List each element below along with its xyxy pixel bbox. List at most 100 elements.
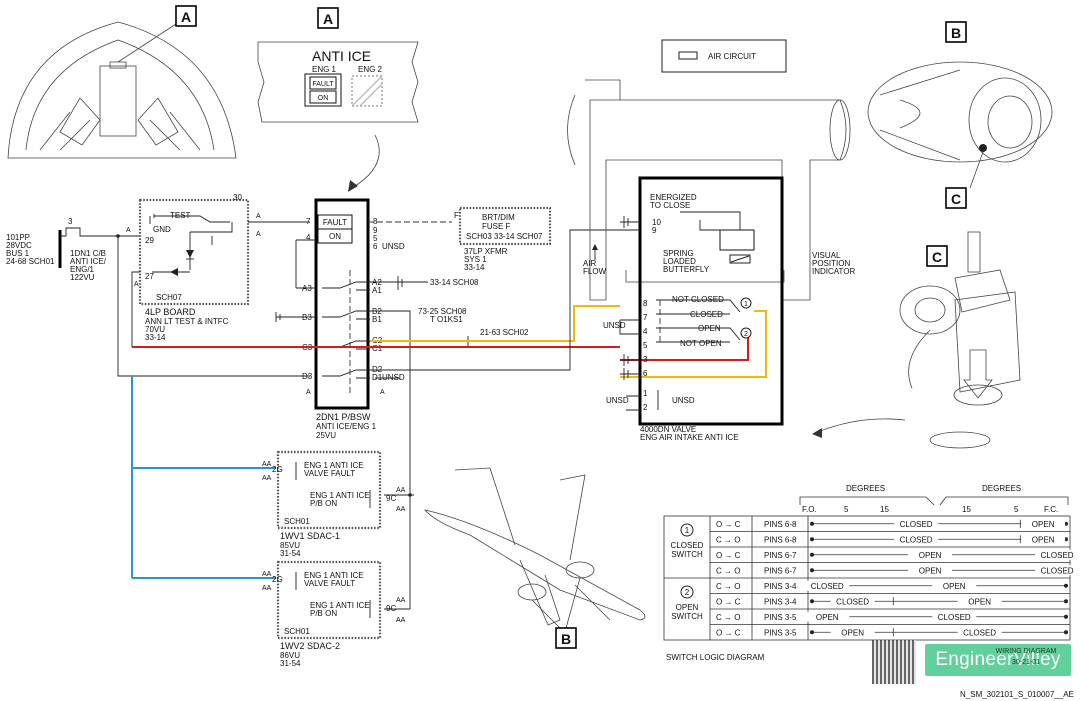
table-row-direction: C → O (716, 566, 740, 575)
svg-text:SCH03 33-14 SCH07: SCH03 33-14 SCH07 (466, 232, 543, 241)
svg-text:A: A (126, 227, 131, 234)
document-id: N_SM_302101_S_010007__AE (960, 690, 1074, 699)
svg-text:101PP: 101PP (6, 233, 30, 242)
svg-text:33-14: 33-14 (145, 333, 166, 342)
table-row-label-bg (908, 565, 953, 576)
svg-text:F: F (454, 211, 459, 220)
svg-text:27: 27 (145, 272, 154, 281)
svg-text:ANTI ICE/: ANTI ICE/ (70, 257, 107, 266)
svg-text:AA: AA (396, 617, 406, 624)
svg-text:2DN1 P/BSW: 2DN1 P/BSW (316, 412, 371, 422)
svg-text:C: C (932, 249, 942, 265)
table-row-range-a: CLOSED (900, 535, 933, 544)
qr-code (872, 640, 916, 684)
table-row-label-bg (894, 534, 939, 545)
svg-text:4LP BOARD: 4LP BOARD (145, 307, 196, 317)
table-row-range-b: CLOSED (1041, 566, 1074, 575)
svg-text:AIR: AIR (583, 259, 597, 268)
table-row-range-a: CLOSED (811, 582, 844, 591)
callout-a-1: A (175, 5, 197, 27)
svg-text:P/B ON: P/B ON (310, 499, 337, 508)
table-row-range-a: OPEN (841, 628, 864, 637)
svg-text:F.O.: F.O. (802, 505, 817, 514)
svg-text:9: 9 (652, 226, 657, 235)
svg-text:NOT OPEN: NOT OPEN (680, 339, 722, 348)
table-row-label-bg (957, 627, 1002, 638)
watermark: EngineerVilley (925, 644, 1071, 676)
table-row-start-dot (810, 521, 814, 526)
svg-text:30: 30 (233, 193, 242, 202)
svg-text:8: 8 (373, 217, 378, 226)
svg-text:ANN LT TEST & INTFC: ANN LT TEST & INTFC (145, 317, 229, 326)
svg-text:2G: 2G (272, 465, 283, 474)
table-row-range-a: CLOSED (836, 597, 869, 606)
svg-text:A2: A2 (372, 278, 382, 287)
svg-text:122VU: 122VU (70, 273, 95, 282)
table-group-name: CLOSED (671, 541, 704, 550)
svg-text:DEGREES: DEGREES (846, 484, 885, 493)
svg-text:TEST: TEST (170, 211, 191, 220)
svg-text:UNSD: UNSD (603, 321, 626, 330)
table-row-label-bg (932, 611, 977, 622)
table-row-pins: PINS 6-8 (764, 520, 797, 529)
callout-b-2: B (555, 627, 577, 649)
table-row-range-b: OPEN (943, 582, 966, 591)
svg-text:A3: A3 (302, 284, 312, 293)
svg-text:A: A (256, 231, 261, 238)
table-row-direction: C → O (716, 582, 740, 591)
table-row-label-bg (1035, 565, 1080, 576)
engine-illustration (867, 61, 1053, 189)
svg-text:AA: AA (396, 487, 406, 494)
svg-text:A: A (181, 9, 191, 25)
svg-text:1DN1 C/B: 1DN1 C/B (70, 249, 106, 258)
table-row-start-dot (810, 537, 814, 542)
table-row-range-b: CLOSED (963, 628, 996, 637)
svg-text:AA: AA (262, 475, 272, 482)
svg-text:ENG 1 ANTI ICE: ENG 1 ANTI ICE (304, 461, 364, 470)
svg-text:LOADED: LOADED (663, 257, 696, 266)
table-row-label-bg (830, 596, 875, 607)
table-row-pins: PINS 6-8 (764, 535, 797, 544)
svg-text:5: 5 (373, 234, 378, 243)
pb-switch: FAULT ON 7 4 8 9 5 6 UNSD A3 B3 C3 D3 A2… (275, 198, 405, 440)
svg-text:4: 4 (643, 327, 648, 336)
svg-text:28VDC: 28VDC (6, 241, 32, 250)
svg-text:NOT CLOSED: NOT CLOSED (672, 295, 724, 304)
svg-text:5: 5 (1014, 505, 1019, 514)
table-row-direction: O → C (716, 597, 741, 606)
svg-text:6: 6 (373, 242, 378, 251)
svg-text:B: B (561, 631, 571, 647)
svg-text:TO CLOSE: TO CLOSE (650, 201, 690, 210)
power-source: 101PP 28VDC BUS 1 24-68 SCH01 (6, 230, 62, 268)
svg-text:FUSE F: FUSE F (482, 222, 511, 231)
svg-text:86VU: 86VU (280, 651, 300, 660)
svg-text:9: 9 (373, 226, 378, 235)
svg-text:C1: C1 (372, 344, 383, 353)
svg-text:ENG AIR INTAKE ANTI ICE: ENG AIR INTAKE ANTI ICE (640, 433, 739, 442)
svg-text:4000DN VALVE: 4000DN VALVE (640, 425, 696, 434)
svg-text:OPEN: OPEN (698, 324, 721, 333)
table-row-label-bg (1035, 549, 1080, 560)
table-group-number: 1 (685, 526, 690, 535)
table-row-pins: PINS 6-7 (764, 551, 797, 560)
svg-text:SWITCH LOGIC DIAGRAM: SWITCH LOGIC DIAGRAM (666, 653, 765, 662)
table-row-label-bg (894, 518, 939, 529)
table-group-number: 2 (685, 588, 690, 597)
svg-text:31-54: 31-54 (280, 659, 301, 668)
table-row-end-dot (1064, 614, 1068, 619)
svg-text:37LP XFMR: 37LP XFMR (464, 247, 508, 256)
svg-text:AA: AA (396, 506, 406, 513)
table-row-pins: PINS 3-5 (764, 613, 797, 622)
valve-4000dn: ENERGIZED TO CLOSE SPRING LOADED BUTTERF… (583, 176, 855, 442)
svg-text:ON: ON (329, 232, 341, 241)
table-row-label-bg (805, 580, 850, 591)
table-row-pins: PINS 3-5 (764, 628, 797, 637)
svg-text:1WV1 SDAC-1: 1WV1 SDAC-1 (280, 531, 340, 541)
svg-text:VISUAL: VISUAL (812, 251, 841, 260)
valve-illustration (899, 231, 1021, 449)
svg-text:SCH01: SCH01 (284, 517, 310, 526)
table-row-range-a: OPEN (816, 613, 839, 622)
